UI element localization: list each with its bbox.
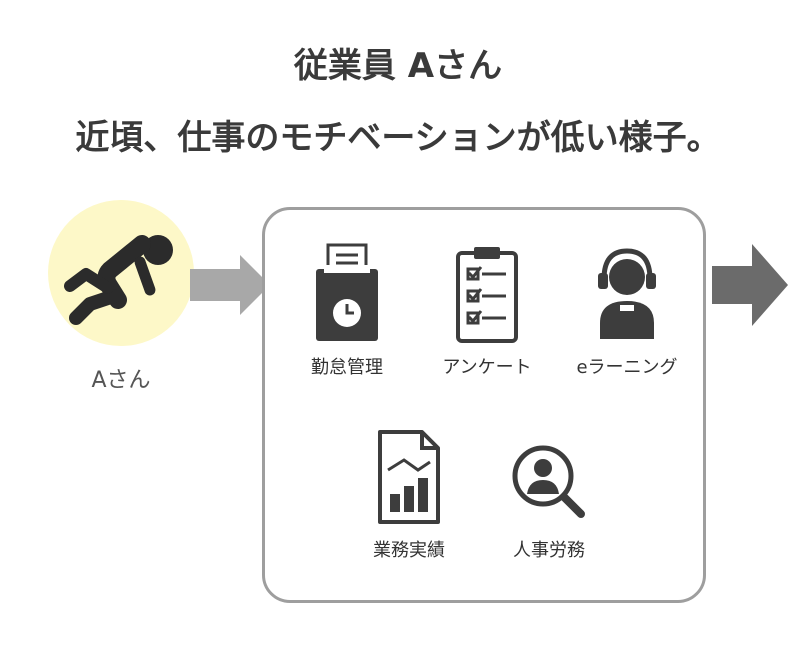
- source-label: アンケート: [442, 357, 532, 378]
- person-label: Aさん: [91, 368, 151, 393]
- report-chart-icon: [378, 430, 440, 524]
- source-hr: 人事労務: [474, 428, 624, 562]
- source-elearning: eラーニング: [552, 243, 702, 379]
- source-results: 業務実績: [334, 428, 484, 562]
- person-search-icon: [512, 445, 585, 518]
- source-attendance: 勤怠管理: [272, 243, 422, 379]
- source-label: 業務実績: [373, 540, 445, 561]
- headset-user-icon: [598, 248, 656, 339]
- source-survey: アンケート: [412, 243, 562, 379]
- kneeling-person-icon: [64, 235, 173, 325]
- clipboard-checklist-icon: [456, 247, 518, 343]
- source-label: eラーニング: [576, 357, 678, 378]
- timecard-icon: [316, 243, 378, 341]
- source-label: 人事労務: [513, 540, 585, 561]
- source-label: 勤怠管理: [311, 357, 383, 378]
- arrow-right-light-icon: [190, 255, 270, 315]
- title-line-1: 従業員 Aさん: [293, 46, 503, 86]
- arrow-right-dark-icon: [712, 244, 788, 326]
- person-avatar: [48, 200, 194, 346]
- title-line-2: 近頃、仕事のモチベーションが低い様子。: [75, 118, 721, 158]
